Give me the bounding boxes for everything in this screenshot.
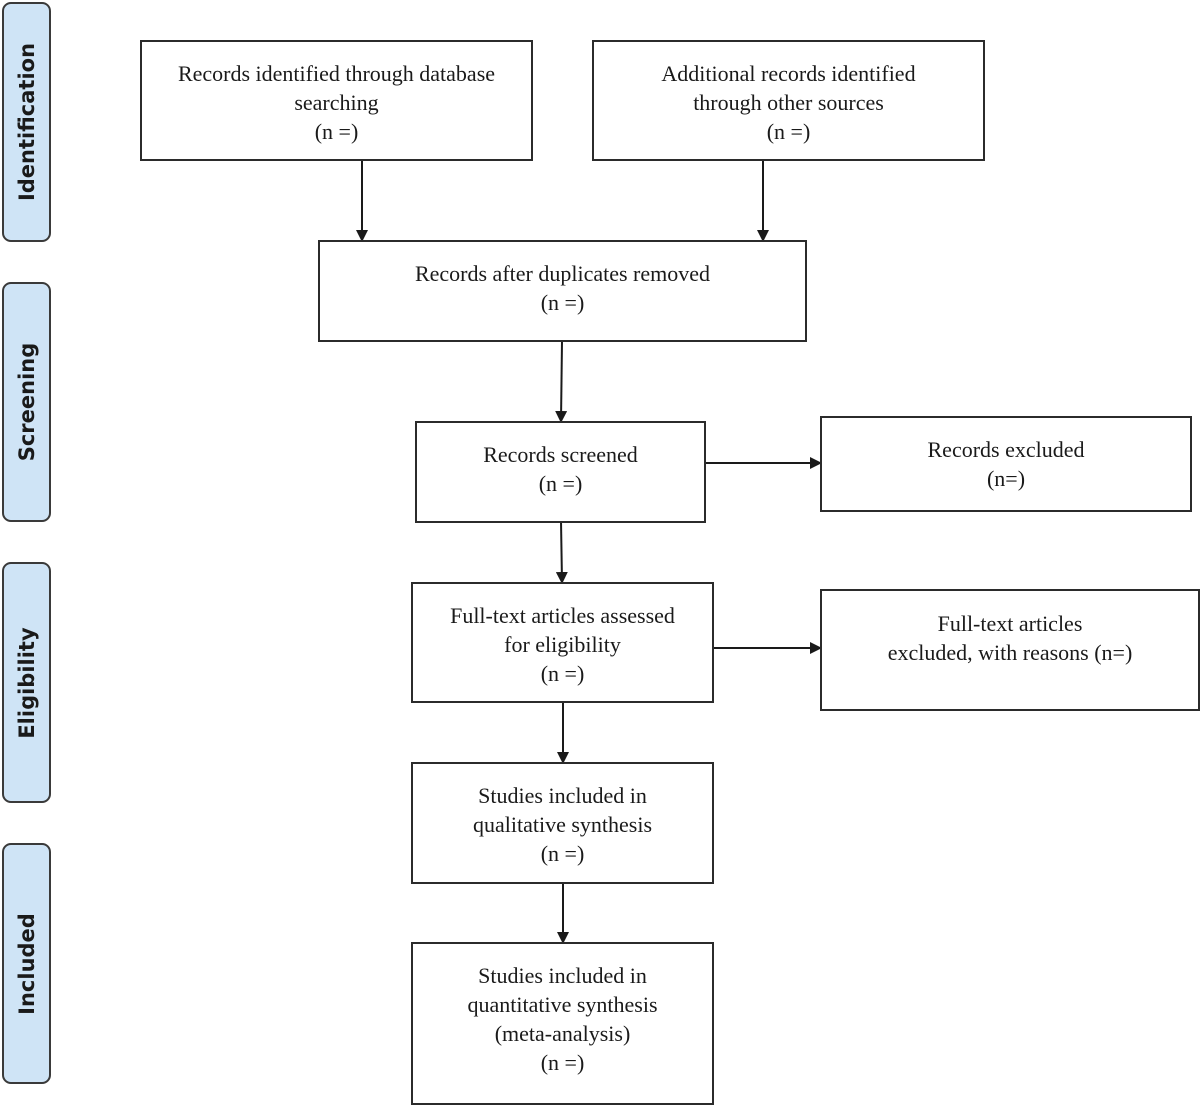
arrow-screened-to-fulltext	[555, 520, 568, 584]
box-other-sources: Additional records identified through ot…	[592, 40, 985, 161]
box-database-search: Records identified through database sear…	[140, 40, 533, 161]
box-text: quantitative synthesis	[467, 992, 658, 1017]
arrow-duplicates-to-screened	[555, 340, 568, 423]
box-fulltext-excluded: Full-text articles excluded, with reason…	[820, 589, 1200, 711]
box-text: Records screened	[483, 442, 638, 467]
phase-identification: Identification	[2, 2, 51, 242]
box-text: Full-text articles assessed	[450, 603, 675, 628]
box-text: qualitative synthesis	[472, 812, 653, 837]
box-text: (n =)	[540, 841, 585, 866]
box-text: Studies included in	[478, 783, 647, 808]
box-text: (n=)	[986, 466, 1026, 491]
box-text: Studies included in	[478, 963, 647, 988]
box-text: (meta-analysis)	[494, 1021, 631, 1046]
box-quantitative-synthesis: Studies included in quantitative synthes…	[411, 942, 714, 1105]
box-text: Full-text articles	[937, 611, 1083, 636]
box-text: (n =)	[314, 119, 359, 144]
box-text: (n =)	[766, 119, 811, 144]
phase-included: Included	[2, 843, 51, 1084]
box-text: (n =)	[538, 471, 583, 496]
box-fulltext-assessed: Full-text articles assessed for eligibil…	[411, 582, 714, 703]
box-text: Records after duplicates removed	[414, 261, 711, 286]
box-text: Additional records identified	[661, 61, 916, 86]
box-text: (n =)	[540, 661, 585, 686]
box-qualitative-synthesis: Studies included in qualitative synthesi…	[411, 762, 714, 884]
box-duplicates-removed: Records after duplicates removed (n =)	[318, 240, 807, 342]
box-text: Records identified through database	[177, 61, 496, 86]
phase-eligibility: Eligibility	[2, 562, 51, 803]
phase-screening: Screening	[2, 282, 51, 522]
box-text: searching	[294, 90, 379, 115]
box-text: through other sources	[693, 90, 884, 115]
box-records-excluded: Records excluded (n=)	[820, 416, 1192, 512]
box-text: Records excluded	[927, 437, 1085, 462]
box-text: (n =)	[540, 1050, 585, 1075]
box-records-screened: Records screened (n =)	[415, 421, 706, 523]
box-text: for eligibility	[504, 632, 621, 657]
box-text: excluded, with reasons (n=)	[887, 640, 1133, 665]
box-text: (n =)	[540, 290, 585, 315]
